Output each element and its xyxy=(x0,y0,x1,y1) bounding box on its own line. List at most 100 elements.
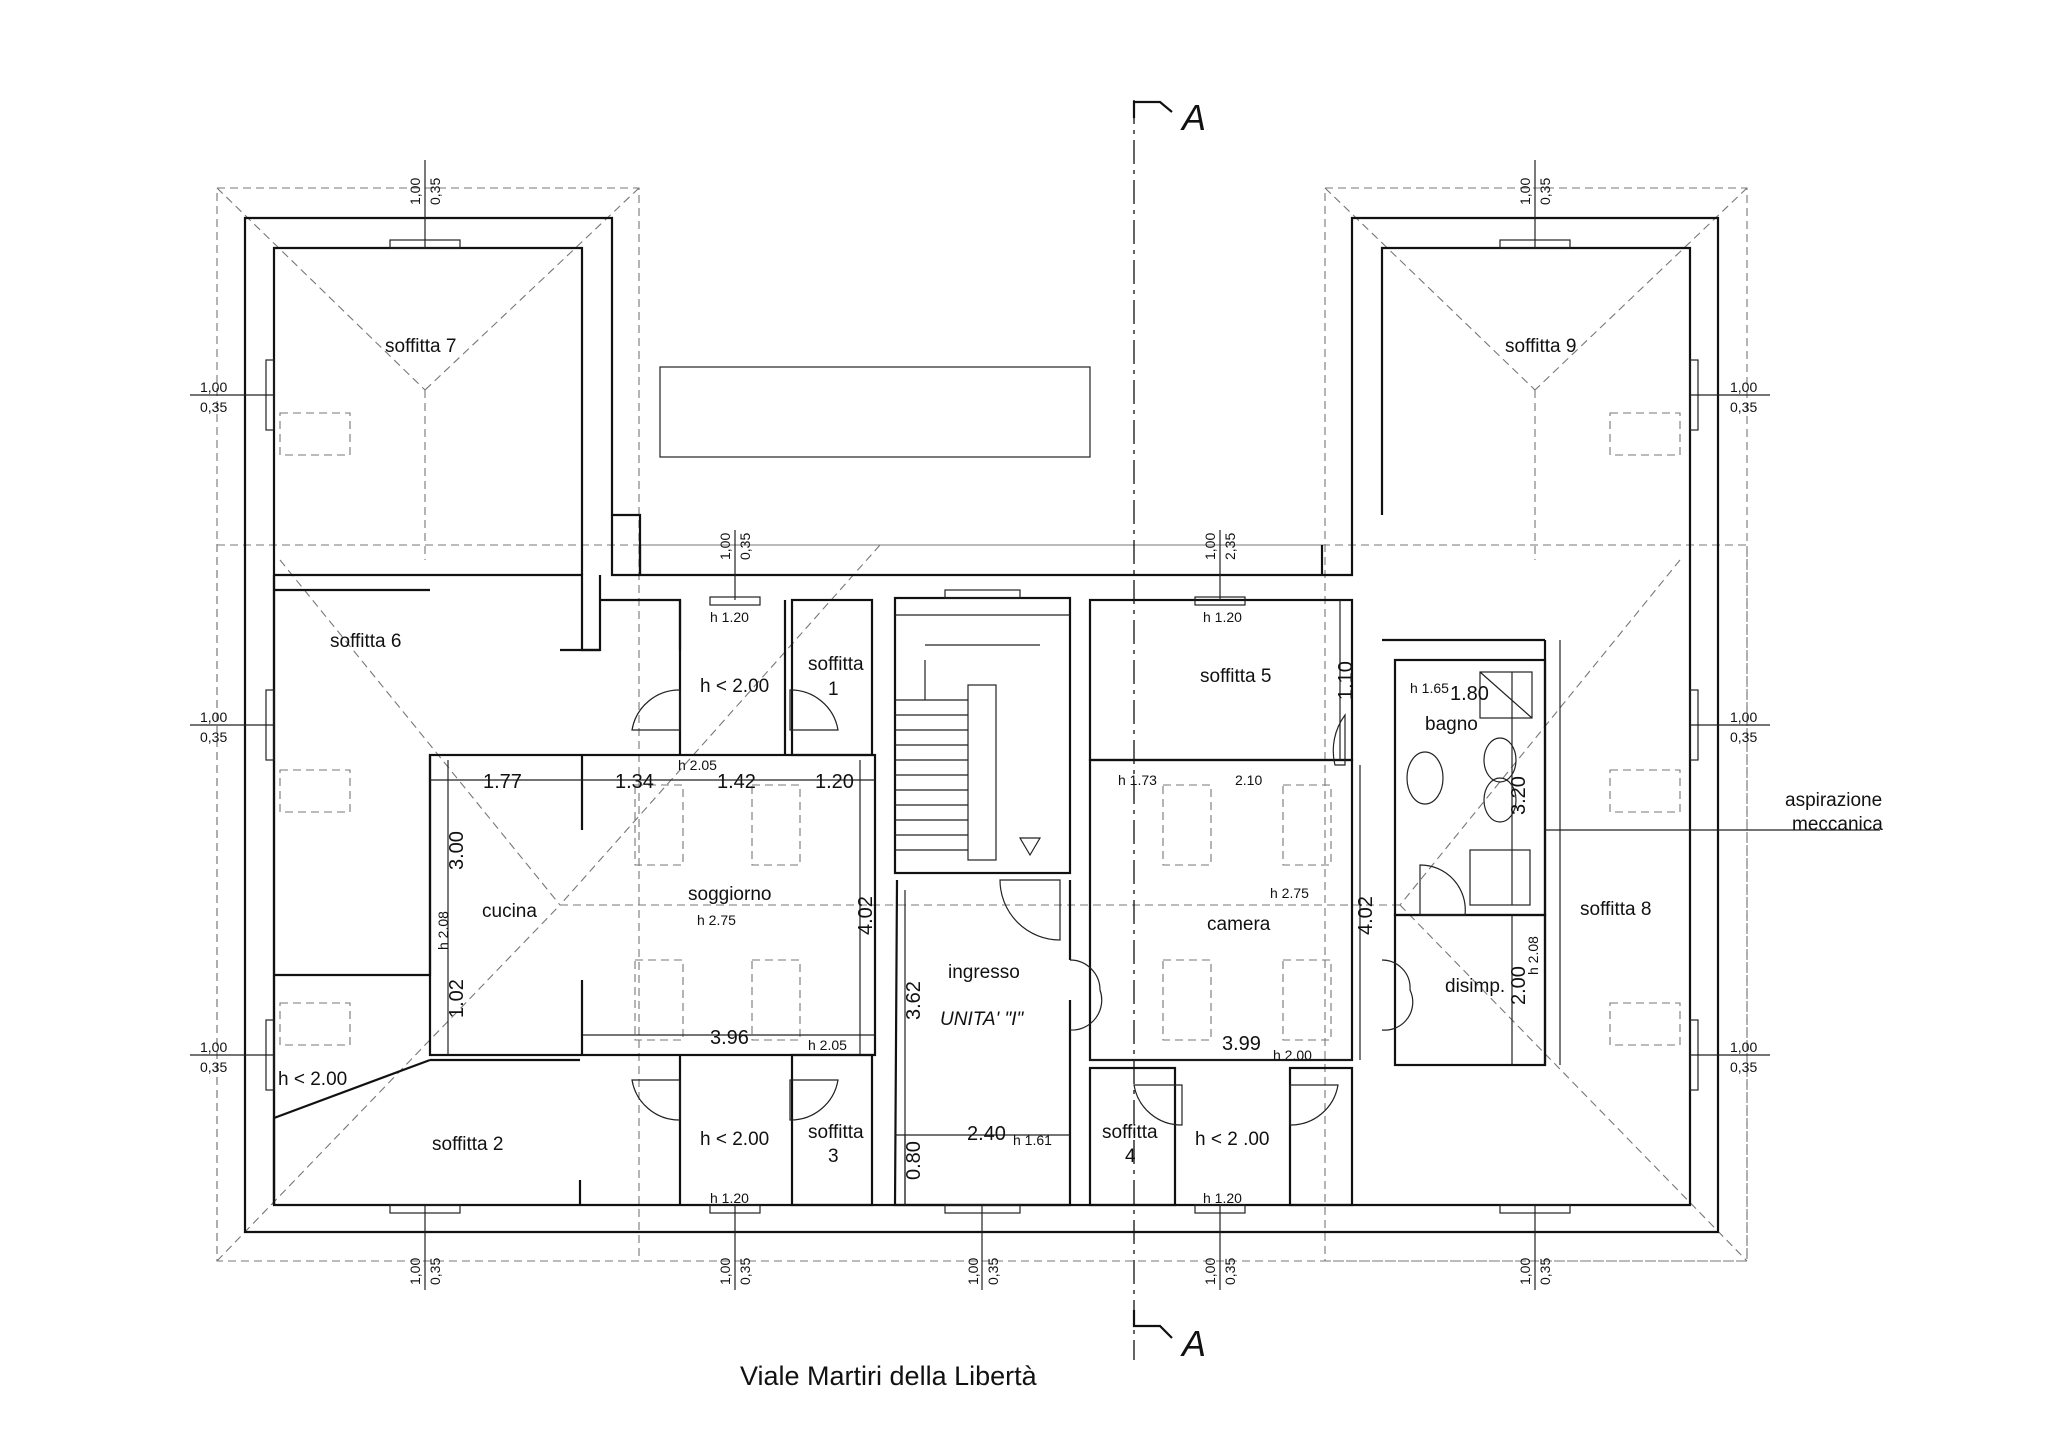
dim-180: 1.80 xyxy=(1450,683,1489,705)
height-173: h 1.73 xyxy=(1118,772,1157,788)
dim-142: 1.42 xyxy=(717,771,756,793)
height-window-b: h 1.20 xyxy=(1203,609,1242,625)
height-208-b: h 2.08 xyxy=(1525,936,1541,975)
mark-bottom-2b: 0,35 xyxy=(737,1258,753,1285)
mark-left-3b: 0,35 xyxy=(200,1059,227,1075)
section-axis xyxy=(1132,100,1173,1360)
height-165: h 1.65 xyxy=(1410,680,1449,696)
windows xyxy=(265,239,1699,1214)
height-bottom-room: h < 2.00 xyxy=(700,1129,769,1150)
mark-left-1a: 1,00 xyxy=(200,379,227,395)
room-label-soffitta-9: soffitta 9 xyxy=(1505,336,1576,357)
mark-bottom-4a: 1,00 xyxy=(1202,1258,1218,1285)
mark-left-2a: 1,00 xyxy=(200,709,227,725)
mark-bottom-4b: 0,35 xyxy=(1222,1258,1238,1285)
room-label-soffitta-7: soffitta 7 xyxy=(385,336,456,357)
height-right-room: h < 2 .00 xyxy=(1195,1129,1269,1150)
dim-134: 1.34 xyxy=(615,771,654,793)
mark-right-3b: 0,35 xyxy=(1730,1059,1757,1075)
height-275-b: h 2.75 xyxy=(1270,885,1309,901)
dim-200: 2.00 xyxy=(1508,966,1530,1005)
mark-right-2a: 1,00 xyxy=(1730,709,1757,725)
room-label-camera: camera xyxy=(1207,914,1271,935)
window-marker-lines xyxy=(190,160,1880,1290)
height-205-b: h 2.05 xyxy=(808,1037,847,1053)
mark-top-left-2: 0,35 xyxy=(427,178,443,205)
height-161: h 1.61 xyxy=(1013,1132,1052,1148)
dim-102: 1.02 xyxy=(446,979,468,1018)
bathroom-fixtures xyxy=(1406,671,1533,906)
height-window-a: h 1.20 xyxy=(710,609,749,625)
mark-right-1a: 1,00 xyxy=(1730,379,1757,395)
height-208-a: h 2.08 xyxy=(435,911,451,950)
height-left-room: h < 2.00 xyxy=(278,1069,347,1090)
mark-right-1b: 0,35 xyxy=(1730,399,1757,415)
height-top-room: h < 2.00 xyxy=(700,676,769,697)
dim-362: 3.62 xyxy=(903,981,925,1020)
dim-402-b: 4.02 xyxy=(1355,896,1377,935)
room-label-cucina: cucina xyxy=(482,901,537,922)
skylights xyxy=(279,412,1681,1046)
note-aspirazione-2: meccanica xyxy=(1792,814,1883,835)
mark-bottom-5a: 1,00 xyxy=(1517,1258,1533,1285)
dim-396: 3.96 xyxy=(710,1027,749,1049)
unit-label: UNITA' "I" xyxy=(940,1009,1025,1030)
dim-300: 3.00 xyxy=(446,831,468,870)
mark-mid-right-1: 1,00 xyxy=(1202,533,1218,560)
doors xyxy=(631,689,1466,1126)
room-label-bagno: bagno xyxy=(1425,714,1478,735)
room-label-soffitta-3a: soffitta xyxy=(808,1122,864,1143)
room-label-soggiorno: soggiorno xyxy=(688,884,771,905)
dim-210: 2.10 xyxy=(1235,772,1262,788)
mark-bottom-3b: 0,35 xyxy=(985,1258,1001,1285)
mark-right-2b: 0,35 xyxy=(1730,729,1757,745)
mark-bottom-1a: 1,00 xyxy=(407,1258,423,1285)
dim-080: 0.80 xyxy=(903,1141,925,1180)
room-label-soffitta-2: soffitta 2 xyxy=(432,1134,503,1155)
mark-mid-left-1: 1,00 xyxy=(717,533,733,560)
dim-120: 1.20 xyxy=(815,771,854,793)
height-205-a: h 2.05 xyxy=(678,757,717,773)
room-label-ingresso: ingresso xyxy=(948,962,1020,983)
window-marks: 1,00 0,35 1,00 0,35 1,00 0,35 1,00 0,35 … xyxy=(200,178,1757,1285)
dim-177: 1.77 xyxy=(483,771,522,793)
room-label-soffitta-4a: soffitta xyxy=(1102,1122,1158,1143)
dim-320: 3.20 xyxy=(1508,776,1530,815)
mark-top-right-2: 0,35 xyxy=(1537,178,1553,205)
mark-mid-right-2: 2,35 xyxy=(1222,533,1238,560)
mark-bottom-3a: 1,00 xyxy=(965,1258,981,1285)
room-label-disimp: disimp. xyxy=(1445,976,1505,997)
mark-top-right-1: 1,00 xyxy=(1517,178,1533,205)
room-label-soffitta-1a: soffitta xyxy=(808,654,864,675)
note-aspirazione-1: aspirazione xyxy=(1785,790,1882,811)
mark-bottom-1b: 0,35 xyxy=(427,1258,443,1285)
section-label-bottom: A xyxy=(1180,1323,1206,1364)
dim-110: 1.10 xyxy=(1335,661,1357,700)
height-window-c: h 1.20 xyxy=(710,1190,749,1206)
mark-mid-left-2: 0,35 xyxy=(737,533,753,560)
mark-right-3a: 1,00 xyxy=(1730,1039,1757,1055)
room-label-soffitta-5: soffitta 5 xyxy=(1200,666,1271,687)
mark-bottom-2a: 1,00 xyxy=(717,1258,733,1285)
dimension-lines xyxy=(430,600,1513,1205)
dim-402-a: 4.02 xyxy=(855,896,877,935)
room-label-soffitta-4b: 4 xyxy=(1125,1146,1136,1167)
mark-left-2b: 0,35 xyxy=(200,729,227,745)
room-label-soffitta-3b: 3 xyxy=(828,1146,839,1167)
outer-walls xyxy=(243,216,1720,1234)
section-label-top: A xyxy=(1180,97,1206,138)
mark-top-left-1: 1,00 xyxy=(407,178,423,205)
street-caption: Viale Martiri della Libertà xyxy=(740,1361,1038,1391)
height-200: h 2.00 xyxy=(1273,1047,1312,1063)
mark-left-1b: 0,35 xyxy=(200,399,227,415)
height-275-a: h 2.75 xyxy=(697,912,736,928)
room-label-soffitta-8: soffitta 8 xyxy=(1580,899,1651,920)
dim-399: 3.99 xyxy=(1222,1033,1261,1055)
height-window-d: h 1.20 xyxy=(1203,1190,1242,1206)
partitions xyxy=(272,575,1561,1207)
mark-left-3a: 1,00 xyxy=(200,1039,227,1055)
room-label-soffitta-6: soffitta 6 xyxy=(330,631,401,652)
staircase xyxy=(895,644,1042,861)
mark-bottom-5b: 0,35 xyxy=(1537,1258,1553,1285)
